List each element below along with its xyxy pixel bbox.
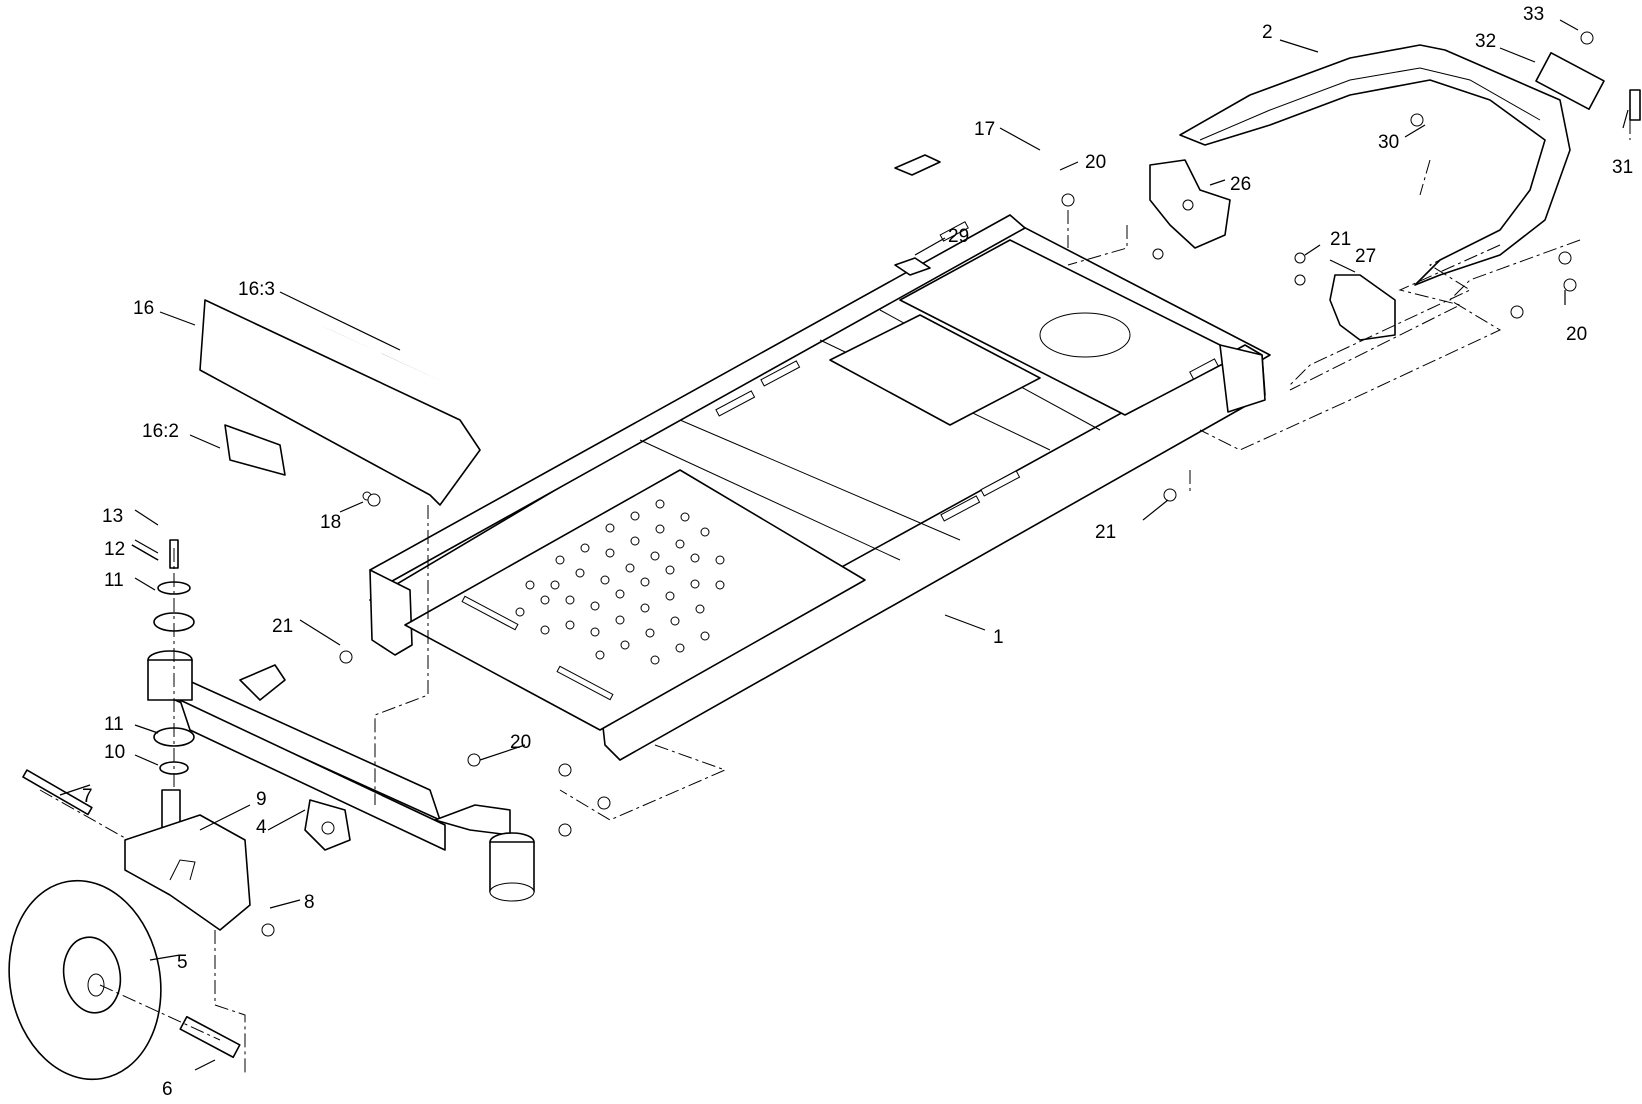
decal-17: [894, 154, 941, 176]
callout-4: 4: [256, 817, 267, 838]
callout-16-2: 16:2: [142, 421, 179, 442]
callout-11-lower: 11: [104, 714, 124, 735]
callout-33: 33: [1523, 4, 1544, 25]
caster-wheel-5: [8, 879, 162, 1081]
seat-cover-16: [199, 299, 481, 506]
callout-32: 32: [1475, 31, 1496, 52]
callout-11-upper: 11: [104, 570, 124, 591]
callout-21-rear: 21: [1330, 229, 1351, 250]
callout-8: 8: [304, 892, 315, 913]
callout-20-rear: 20: [1566, 324, 1587, 345]
callout-16: 16: [133, 298, 154, 319]
main-frame: [369, 214, 1271, 761]
callout-18: 18: [320, 512, 341, 533]
callout-27: 27: [1355, 246, 1376, 267]
floor-dimple-pattern: [515, 499, 725, 665]
callout-17: 17: [974, 119, 995, 140]
callout-2: 2: [1262, 22, 1273, 43]
decal-29: [894, 257, 931, 276]
front-axle-4: [147, 650, 535, 902]
callout-labels: 1 2 4 5 6 7 8 9 10 11 11 12 13 16 16:2 1…: [82, 4, 1633, 1100]
callout-13: 13: [102, 506, 123, 527]
callout-5: 5: [177, 952, 188, 973]
callout-6: 6: [162, 1079, 173, 1100]
bracket-26: [1149, 159, 1231, 260]
leader-lines: [59, 19, 1629, 1071]
callout-29: 29: [948, 226, 969, 247]
callout-16-3: 16:3: [238, 279, 275, 300]
callout-30: 30: [1378, 132, 1399, 153]
callout-20-axle: 20: [510, 732, 531, 753]
callout-26: 26: [1230, 174, 1251, 195]
rear-bumper-handle: [1179, 44, 1641, 286]
bolt-7: [22, 769, 93, 816]
callout-7: 7: [82, 786, 93, 807]
assembly-lines: [39, 120, 1631, 1075]
spacer-6: [179, 1015, 241, 1059]
callout-10: 10: [104, 742, 125, 763]
callout-31: 31: [1612, 157, 1633, 178]
callout-21-side: 21: [1095, 522, 1116, 543]
caster-fork-9: [124, 789, 251, 931]
callout-9: 9: [256, 789, 267, 810]
bracket-27: [1294, 252, 1396, 341]
callout-1: 1: [993, 627, 1004, 648]
fasteners: [261, 31, 1594, 937]
callout-20-top: 20: [1085, 152, 1106, 173]
callout-12: 12: [104, 539, 125, 560]
callout-21-front: 21: [272, 616, 293, 637]
